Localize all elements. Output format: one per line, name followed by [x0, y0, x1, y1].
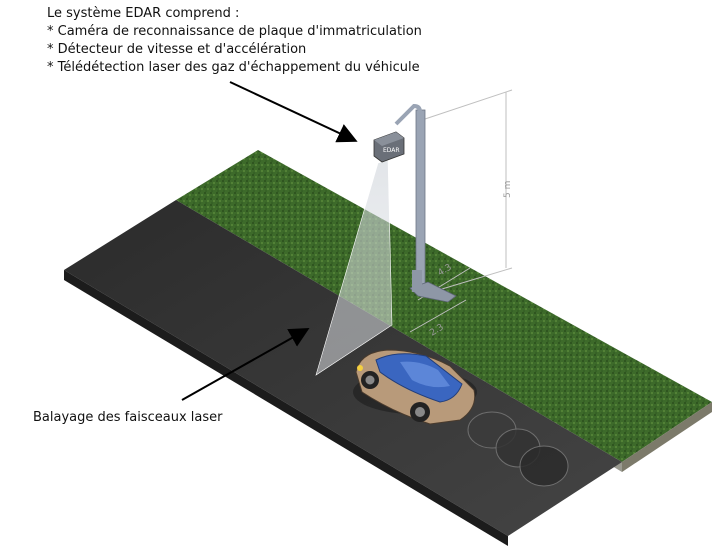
edar-pole — [394, 103, 457, 303]
dimension-lines — [409, 89, 513, 333]
grass-verge — [176, 150, 712, 472]
pointer-arrow-beam — [181, 328, 310, 401]
laser-scan-caption: Balayage des faisceaux laser — [33, 410, 223, 425]
component-camera: * Caméra de reconnaissance de plaque d'i… — [47, 24, 422, 39]
car — [353, 349, 477, 425]
intro-title: Le système EDAR comprend : — [47, 6, 240, 21]
component-laser-remote-sensing: * Télédétection laser des gaz d'échappem… — [47, 60, 420, 75]
exhaust-plume — [467, 411, 569, 487]
edar-unit-label: EDAR — [383, 147, 400, 154]
component-speed-detector: * Détecteur de vitesse et d'accélération — [47, 42, 307, 57]
system-description: Le système EDAR comprend : * Caméra de r… — [47, 5, 422, 77]
edar-unit — [373, 131, 405, 163]
pole-height-label: 5 m — [503, 181, 513, 198]
road — [64, 200, 622, 546]
pointer-arrow-unit — [229, 81, 358, 143]
